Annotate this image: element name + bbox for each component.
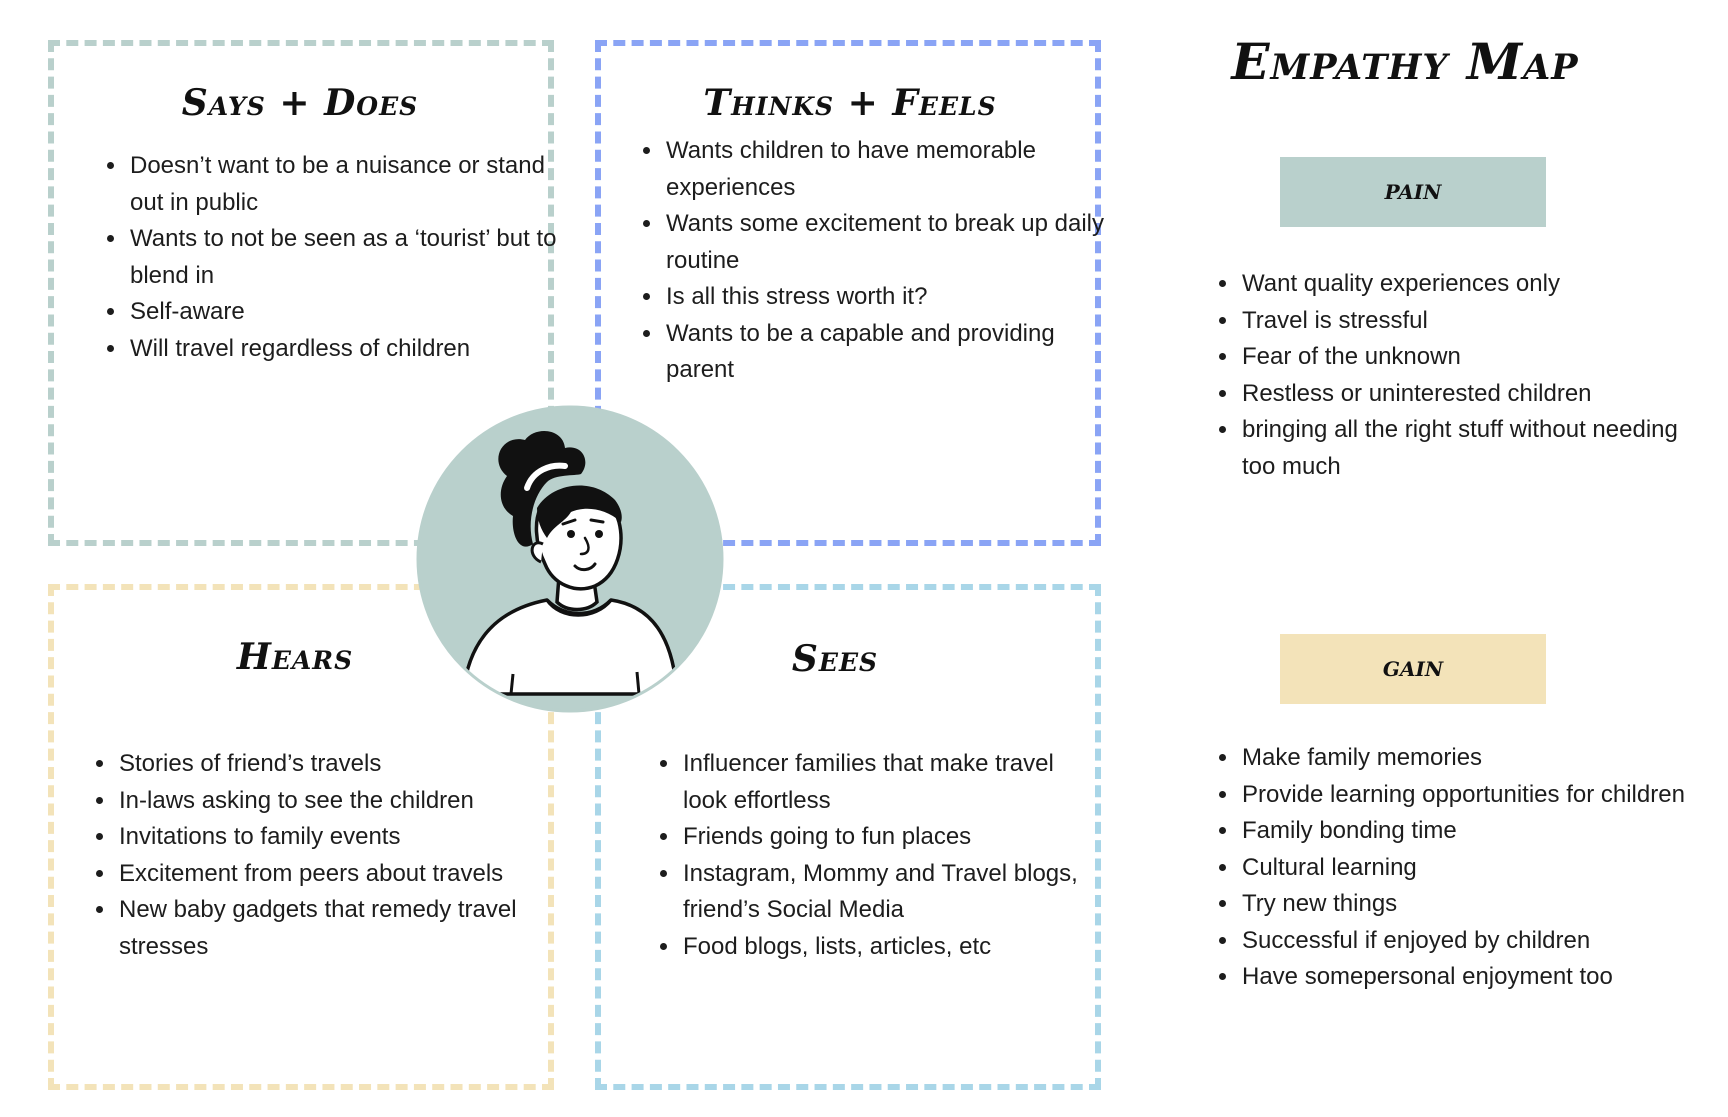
gain-list: Make family memories Provide learning op…: [1216, 740, 1700, 996]
list-item: In-laws asking to see the children: [117, 783, 547, 820]
list-item: Try new things: [1240, 886, 1700, 923]
list-item: bringing all the right stuff without nee…: [1240, 412, 1700, 485]
list-item: Provide learning opportunities for child…: [1240, 777, 1700, 814]
list-item: Self-aware: [128, 294, 558, 331]
list-item: Fear of the unknown: [1240, 339, 1700, 376]
hears-list: Stories of friend’s travels In-laws aski…: [93, 746, 547, 965]
pain-label: PAIN: [1280, 157, 1546, 227]
list-item: Will travel regardless of children: [128, 331, 558, 368]
page-title: Empathy Map: [1180, 32, 1630, 91]
list-item: Successful if enjoyed by children: [1240, 923, 1700, 960]
list-item: Cultural learning: [1240, 850, 1700, 887]
hears-title: Hears: [190, 636, 400, 678]
gain-label: GAIN: [1280, 634, 1546, 704]
list-item: Wants some excitement to break up daily …: [664, 206, 1104, 279]
list-item: Wants to not be seen as a ‘tourist’ but …: [128, 221, 558, 294]
list-item: Influencer families that make travel loo…: [681, 746, 1101, 819]
list-item: Have somepersonal enjoyment too: [1240, 959, 1700, 996]
list-item: Travel is stressful: [1240, 303, 1700, 340]
list-item: New baby gadgets that remedy travel stre…: [117, 892, 547, 965]
persona-illustration-icon: [415, 404, 725, 714]
says-does-list: Doesn’t want to be a nuisance or stand o…: [104, 148, 558, 367]
thinks-feels-title: Thinks + Feels: [680, 82, 1020, 124]
list-item: Want quality experiences only: [1240, 266, 1700, 303]
list-item: Excitement from peers about travels: [117, 856, 547, 893]
list-item: Instagram, Mommy and Travel blogs, frien…: [681, 856, 1101, 929]
list-item: Wants children to have memorable experie…: [664, 133, 1104, 206]
list-item: Invitations to family events: [117, 819, 547, 856]
list-item: Make family memories: [1240, 740, 1700, 777]
says-does-title: Says + Does: [150, 82, 450, 124]
list-item: Food blogs, lists, articles, etc: [681, 929, 1101, 966]
pain-list: Want quality experiences only Travel is …: [1216, 266, 1700, 485]
list-item: Family bonding time: [1240, 813, 1700, 850]
persona-avatar: [415, 404, 725, 714]
sees-title: Sees: [740, 638, 930, 680]
list-item: Restless or uninterested children: [1240, 376, 1700, 413]
list-item: Wants to be a capable and providing pare…: [664, 316, 1104, 389]
list-item: Doesn’t want to be a nuisance or stand o…: [128, 148, 558, 221]
thinks-feels-list: Wants children to have memorable experie…: [640, 133, 1104, 389]
sees-list: Influencer families that make travel loo…: [657, 746, 1101, 965]
list-item: Stories of friend’s travels: [117, 746, 547, 783]
list-item: Friends going to fun places: [681, 819, 1101, 856]
list-item: Is all this stress worth it?: [664, 279, 1104, 316]
